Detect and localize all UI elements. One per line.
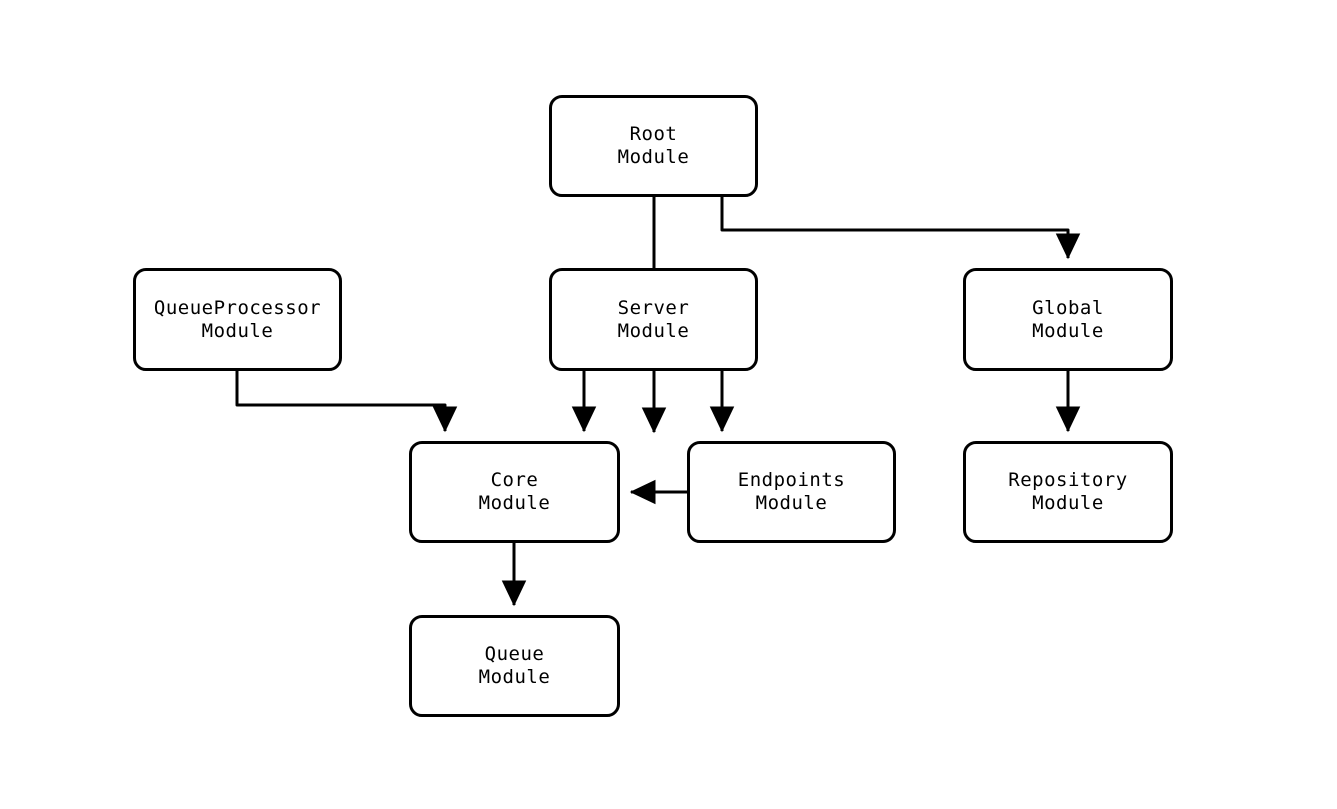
node-queue-module-line1: Queue xyxy=(484,643,545,665)
node-global-module-line1: Global xyxy=(1032,296,1104,319)
node-root-module-line1: Root xyxy=(629,123,678,145)
node-queueprocessor-module[interactable]: QueueProcessor Module xyxy=(133,268,342,371)
node-server-module[interactable]: Server Module xyxy=(549,268,758,371)
node-queueprocessor-module-line1: QueueProcessor xyxy=(153,296,322,319)
node-root-module[interactable]: Root Module xyxy=(549,95,758,197)
node-server-module-line1: Server xyxy=(617,296,690,319)
node-root-module-line2: Module xyxy=(617,146,690,168)
node-repository-module[interactable]: Repository Module xyxy=(963,441,1173,543)
node-core-module[interactable]: Core Module xyxy=(409,441,620,543)
node-core-module-line1: Core xyxy=(490,469,539,491)
node-queue-module[interactable]: Queue Module xyxy=(409,615,620,717)
node-repository-module-line1: Repository xyxy=(1008,469,1128,491)
node-queueprocessor-module-line2: Module xyxy=(201,319,274,342)
node-global-module[interactable]: Global Module xyxy=(963,268,1173,371)
node-endpoints-module[interactable]: Endpoints Module xyxy=(687,441,896,543)
edge-queueprocessor-to-core xyxy=(235,371,458,433)
edge-root-to-global xyxy=(720,197,1081,260)
node-repository-module-line2: Module xyxy=(1032,492,1104,514)
node-endpoints-module-line1: Endpoints xyxy=(737,469,846,491)
node-server-module-line2: Module xyxy=(617,319,690,342)
node-queue-module-line2: Module xyxy=(478,666,551,688)
node-global-module-line2: Module xyxy=(1032,319,1104,342)
node-core-module-line2: Module xyxy=(478,492,551,514)
node-endpoints-module-line2: Module xyxy=(755,492,828,514)
